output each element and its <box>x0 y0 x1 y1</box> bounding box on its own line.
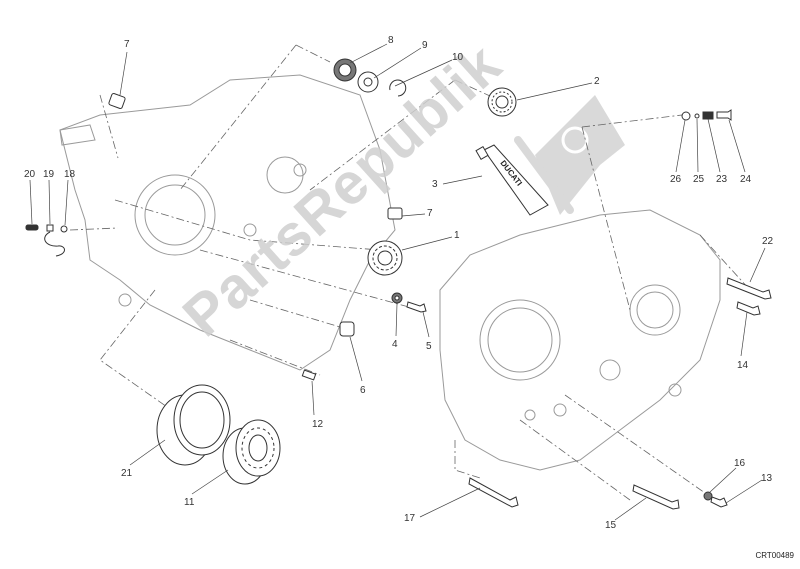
part-4-washer <box>391 292 403 304</box>
callout-7[interactable]: 7 <box>124 39 130 50</box>
part-7-dowel <box>108 93 126 109</box>
part-7-dowel-b <box>387 207 403 220</box>
callout-17[interactable]: 17 <box>404 513 416 524</box>
part-6-bush <box>339 321 355 337</box>
callout-19[interactable]: 19 <box>43 169 55 180</box>
part-17-bolt <box>468 477 519 508</box>
right-crankcase <box>439 209 721 471</box>
callout-2[interactable]: 2 <box>594 76 600 87</box>
part-9-bearing <box>357 71 379 93</box>
callout-8[interactable]: 8 <box>388 35 394 46</box>
callout-21[interactable]: 21 <box>121 468 133 479</box>
callout-22[interactable]: 22 <box>762 236 774 247</box>
callout-14[interactable]: 14 <box>737 360 749 371</box>
part-12-pin <box>301 369 317 381</box>
watermark-logo <box>514 95 625 215</box>
callout-15[interactable]: 15 <box>605 520 617 531</box>
callout-10[interactable]: 10 <box>452 52 464 63</box>
callout-5[interactable]: 5 <box>426 341 432 352</box>
part-11-bearing <box>222 419 281 485</box>
callout-25[interactable]: 25 <box>693 174 705 185</box>
callout-11[interactable]: 11 <box>184 497 195 508</box>
callout-24[interactable]: 24 <box>740 174 752 185</box>
callout-16[interactable]: 16 <box>734 458 746 469</box>
callout-1[interactable]: 1 <box>454 230 460 241</box>
callout-12[interactable]: 12 <box>312 419 324 430</box>
part-1-bearing <box>367 240 403 276</box>
part-5-screw <box>406 301 427 313</box>
parts-26-25-23-24 <box>681 109 732 121</box>
part-15-bolt <box>632 484 680 510</box>
callout-9[interactable]: 9 <box>422 40 428 51</box>
callout-23[interactable]: 23 <box>716 174 728 185</box>
callout-13[interactable]: 13 <box>761 473 773 484</box>
parts-18-19-20 <box>25 224 68 257</box>
callout-20[interactable]: 20 <box>24 169 36 180</box>
part-22-bolt <box>726 277 772 300</box>
callout-3[interactable]: 3 <box>432 179 438 190</box>
callout-7b[interactable]: 7 <box>427 208 433 219</box>
diagram-code: CRT00489 <box>755 551 794 560</box>
callout-4[interactable]: 4 <box>392 339 398 350</box>
callout-6[interactable]: 6 <box>360 385 366 396</box>
part-21-bearing-ring <box>156 384 231 466</box>
part-16-washer <box>703 491 713 501</box>
part-13-screw <box>710 496 728 508</box>
part-14-bolt <box>736 301 761 316</box>
callout-18[interactable]: 18 <box>64 169 76 180</box>
part-8-seal <box>333 58 357 82</box>
part-2-bearing <box>487 87 517 117</box>
part-10-circlip <box>389 79 407 97</box>
callout-26[interactable]: 26 <box>670 174 682 185</box>
